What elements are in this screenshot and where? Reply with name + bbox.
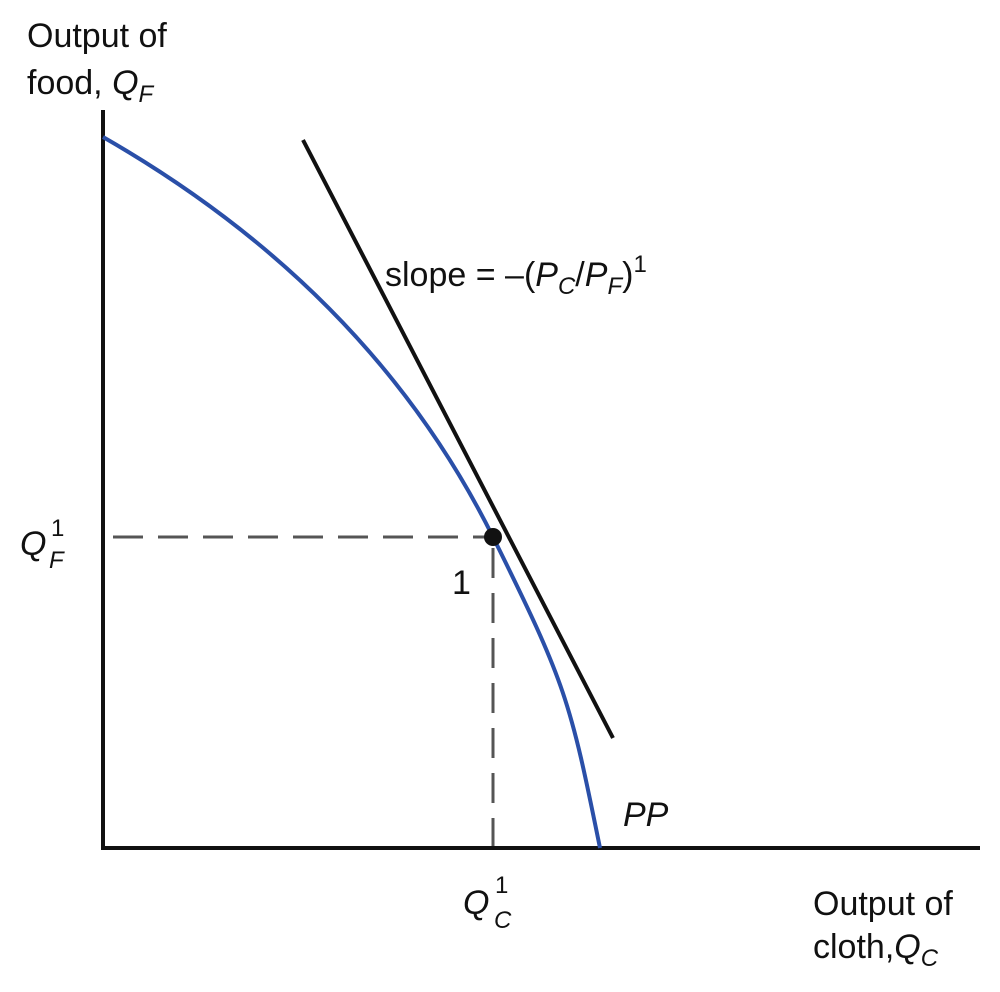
x-axis-label-line1: Output of [813, 885, 953, 923]
point-label: 1 [452, 564, 471, 602]
qc-tick-sup: 1 [495, 872, 508, 899]
slope-label: slope = –(PC/PF)1 [385, 251, 647, 300]
y-axis-label-line1: Output of [27, 17, 167, 55]
qc-tick-sub: C [494, 907, 512, 934]
ppf-curve [102, 135, 602, 849]
qf-tick-sup: 1 [51, 515, 64, 542]
tangent-line [301, 139, 615, 739]
qf-tick-label: Q [20, 525, 46, 563]
x-axis-label-line2: cloth,QC [813, 928, 939, 972]
qf-tick-sub: F [49, 547, 65, 574]
qc-tick-label: Q [463, 884, 489, 922]
ppf-label: PP [623, 796, 669, 834]
equilibrium-point [484, 528, 502, 546]
y-axis-label-line2: food, QF [27, 64, 155, 108]
